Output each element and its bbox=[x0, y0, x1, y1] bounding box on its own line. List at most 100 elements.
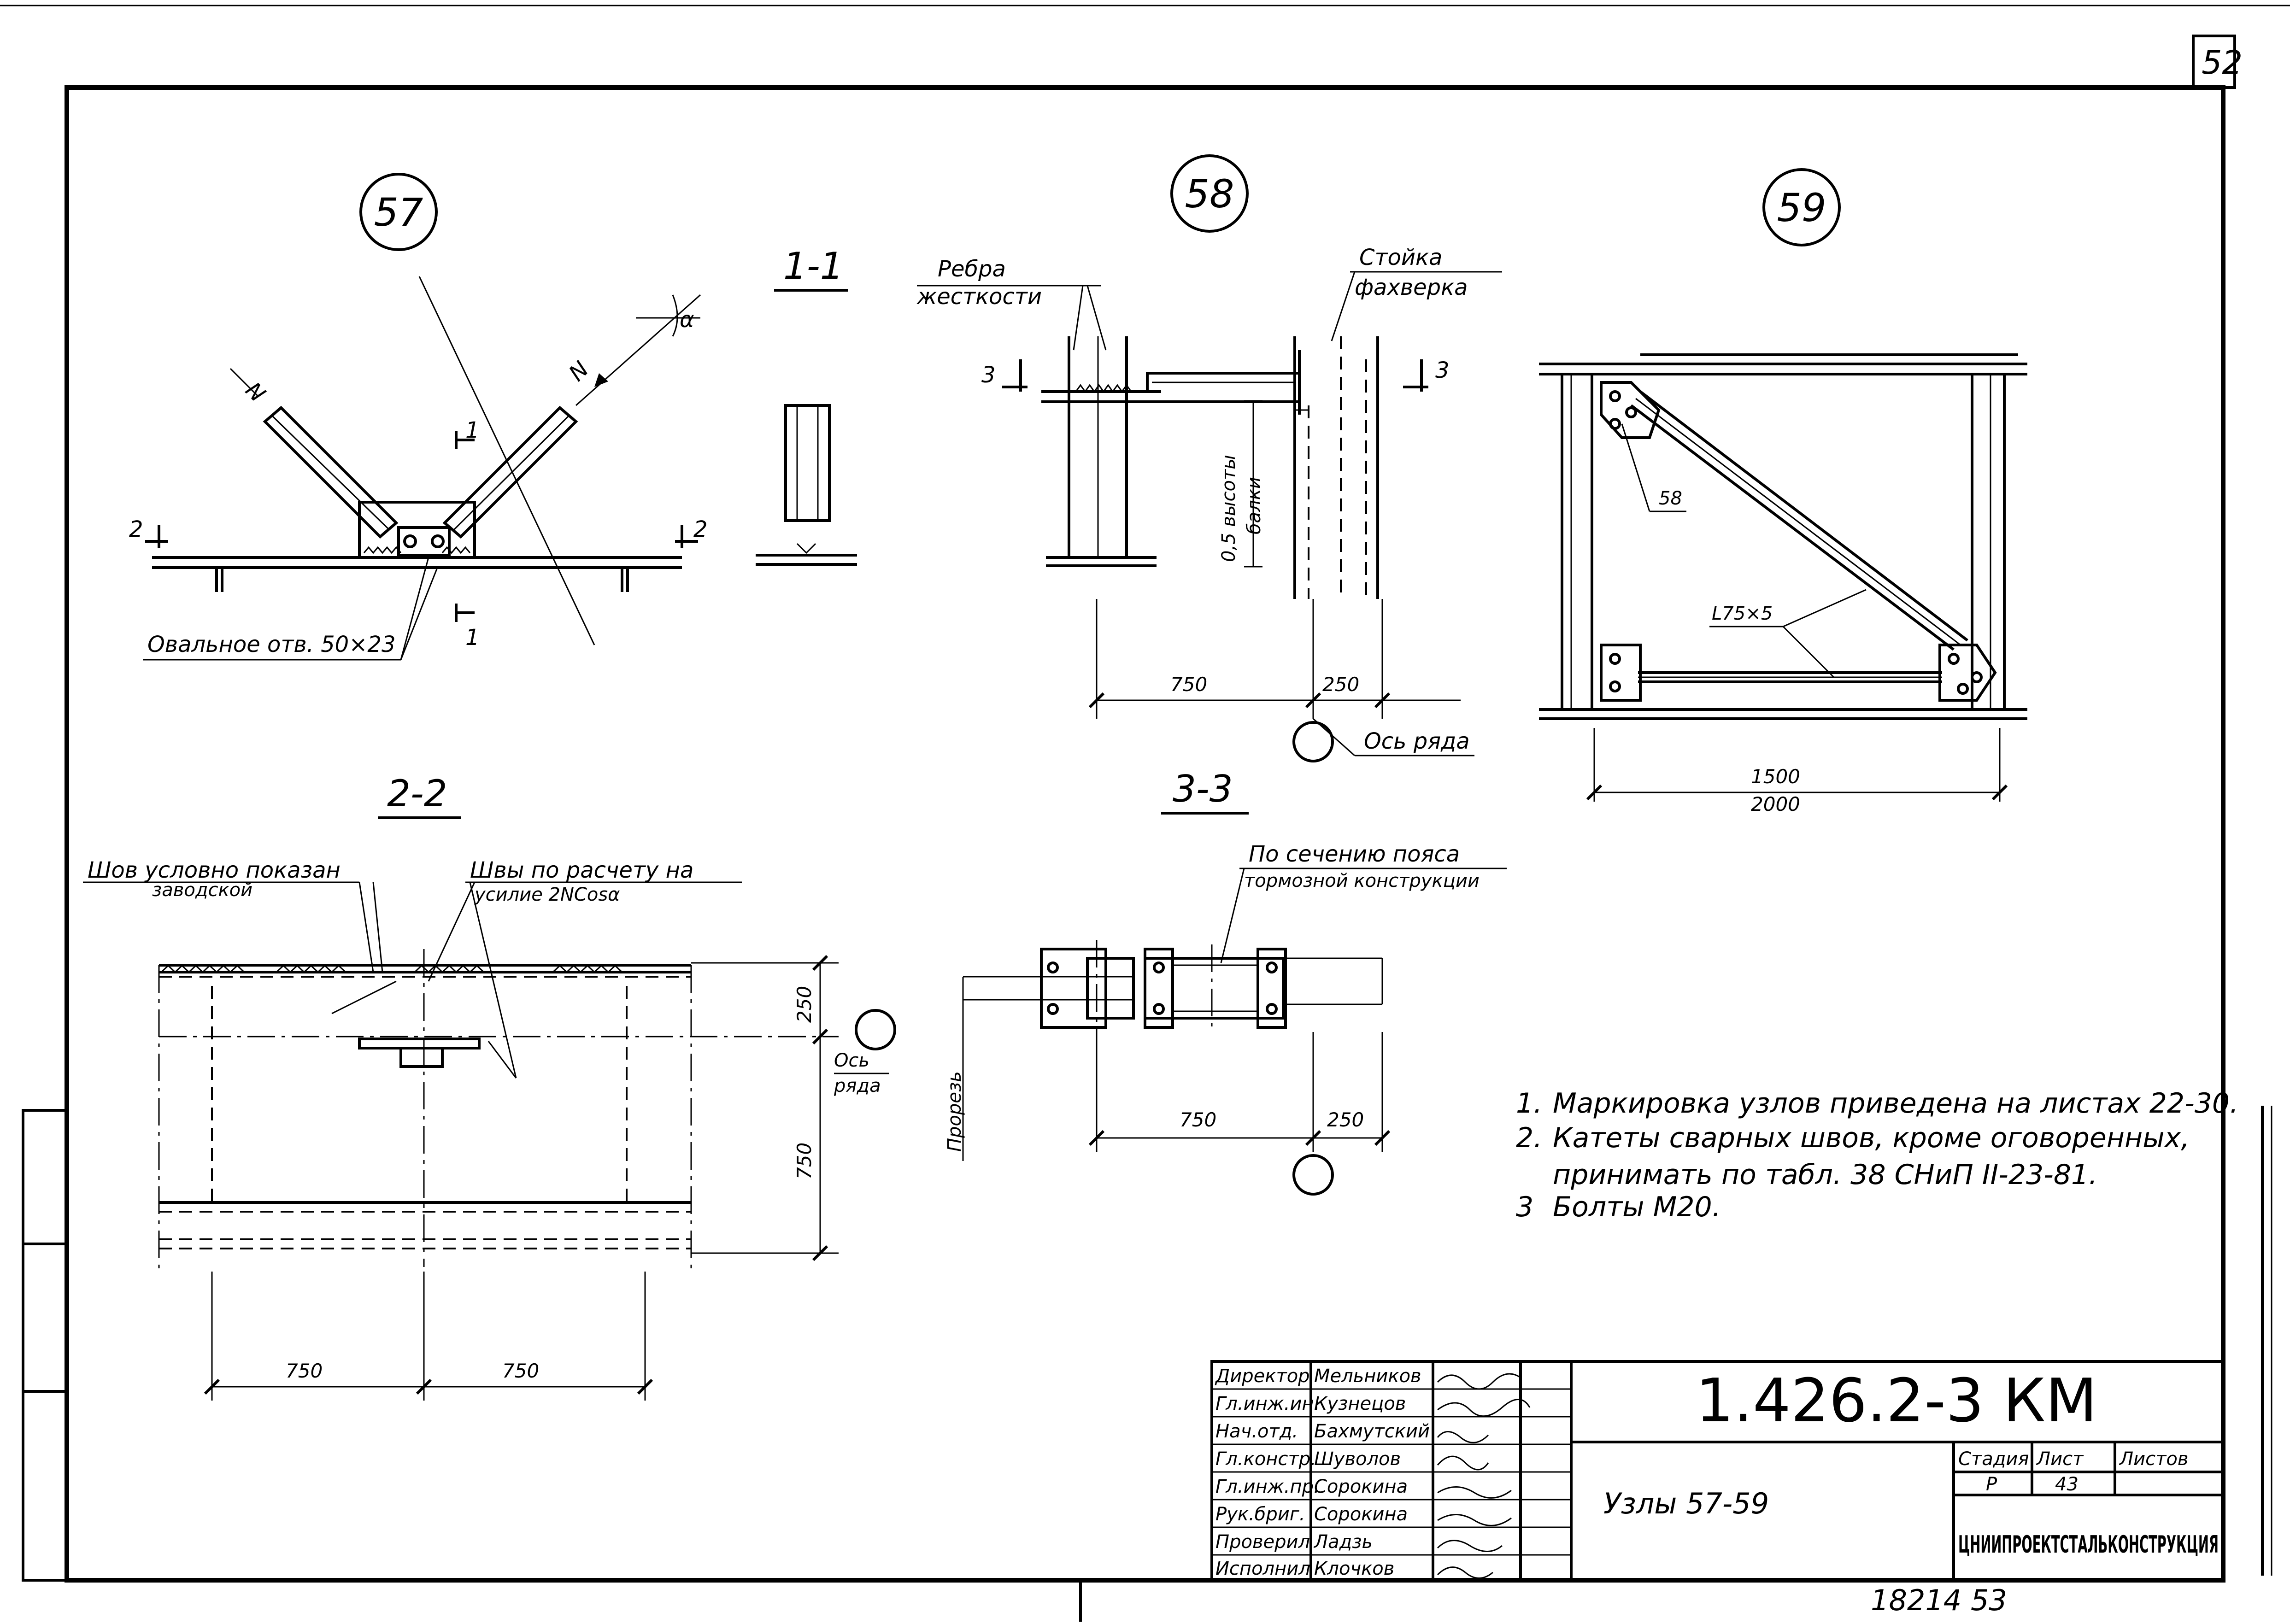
svg-text:Сорокина: Сорокина bbox=[1314, 1504, 1408, 1525]
svg-text:заводской: заводской bbox=[152, 879, 252, 901]
svg-text:Нач.отд.: Нач.отд. bbox=[1215, 1421, 1298, 1442]
node-57-angle-label: α bbox=[680, 307, 694, 333]
node-57-diagonal-right bbox=[442, 294, 701, 539]
svg-text:250: 250 bbox=[793, 986, 816, 1023]
note-2-text-cont: принимать по табл. 38 СНиП II-23-81. bbox=[1553, 1159, 2097, 1191]
section-1-1: 1-1 bbox=[756, 245, 857, 566]
svg-text:Проверил: Проверил bbox=[1215, 1531, 1310, 1553]
node-58-marker bbox=[1170, 154, 1249, 233]
svg-text:1500: 1500 bbox=[1751, 765, 1800, 788]
organization-name: ЦНИИПРОЕКТСТАЛЬКОНСТРУКЦИЯ bbox=[1958, 1531, 2219, 1559]
section-2-2-plate bbox=[158, 949, 839, 1272]
svg-text:Мельников: Мельников bbox=[1314, 1366, 1421, 1387]
node-59-angle-callout: L75×5 bbox=[1709, 589, 1867, 678]
stage-header: Стадия bbox=[1958, 1448, 2029, 1470]
node-57-hole-callout: Овальное отв. 50×23 bbox=[143, 557, 439, 661]
section-2-2-callout-left: Шов условно показан заводской bbox=[83, 857, 397, 1014]
node-57-number: 57 bbox=[374, 190, 423, 235]
node-59-gusset-top bbox=[1600, 381, 1661, 439]
binding-strip bbox=[22, 1109, 68, 1582]
svg-text:0,5 высоты: 0,5 высоты bbox=[1218, 455, 1239, 562]
svg-text:58: 58 bbox=[1659, 488, 1682, 509]
node-58-height-dim: 0,5 высоты балки bbox=[1218, 400, 1265, 568]
svg-text:Ось ряда: Ось ряда bbox=[1364, 728, 1470, 754]
svg-text:Рук.бриг.: Рук.бриг. bbox=[1215, 1504, 1305, 1525]
node-59-number: 59 bbox=[1777, 185, 1826, 230]
svg-text:Клочков: Клочков bbox=[1314, 1558, 1394, 1579]
section-3-3-dims: 750 250 bbox=[1088, 1032, 1391, 1196]
section-2-2-axis-callout: Ось ряда bbox=[834, 1009, 896, 1096]
note-1-num: 1. bbox=[1516, 1087, 1542, 1120]
svg-text:Швы по расчету на: Швы по расчету на bbox=[470, 857, 693, 883]
node-57-diagonal-left bbox=[229, 368, 399, 539]
node-59-dims: 1500 2000 bbox=[1586, 728, 2008, 815]
node-59-frame bbox=[1539, 353, 2027, 720]
svg-text:Кузнецов: Кузнецов bbox=[1314, 1393, 1406, 1414]
note-3-text: Болты М20. bbox=[1553, 1191, 1721, 1223]
node-59-diagonal bbox=[1630, 390, 1968, 651]
svg-text:ряда: ряда bbox=[834, 1075, 881, 1096]
node-58-callout-ribs: Ребра жесткости bbox=[916, 256, 1107, 351]
svg-text:Гл.констр.: Гл.констр. bbox=[1215, 1448, 1316, 1470]
sheet-corner-number: 52 bbox=[2202, 44, 2243, 82]
svg-text:750: 750 bbox=[1180, 1108, 1216, 1131]
sheet-value: 43 bbox=[2055, 1474, 2079, 1495]
svg-text:18214 53: 18214 53 bbox=[1871, 1583, 2007, 1617]
node-57-gusset bbox=[152, 501, 682, 592]
svg-text:Бахмутский: Бахмутский bbox=[1314, 1421, 1430, 1442]
node-57-axis-line bbox=[418, 276, 595, 645]
corner-number-box bbox=[2192, 35, 2236, 89]
node-57-cut-2: 2 2 bbox=[129, 516, 708, 548]
node-58-horizontal-dims: 750 250 bbox=[1088, 599, 1461, 719]
section-2-2: 2-2 Шов условно показан заводской Швы по… bbox=[83, 772, 896, 1401]
section-1-1-title: 1-1 bbox=[783, 245, 844, 287]
node-58-number: 58 bbox=[1185, 171, 1234, 217]
svg-text:фахверка: фахверка bbox=[1355, 275, 1468, 300]
node-57-force-right: N bbox=[564, 356, 594, 386]
svg-text:3: 3 bbox=[1435, 358, 1450, 383]
svg-text:750: 750 bbox=[502, 1360, 539, 1382]
note-2-num: 2. bbox=[1516, 1122, 1542, 1154]
svg-text:L75×5: L75×5 bbox=[1712, 603, 1773, 624]
node-58-callout-post: Стойка фахверка bbox=[1331, 245, 1502, 341]
title-block-signatures bbox=[1437, 1373, 1531, 1579]
svg-text:250: 250 bbox=[1322, 673, 1359, 696]
section-2-2-callout-right: Швы по расчету на усилие 2NCosα bbox=[428, 857, 742, 1079]
svg-text:3: 3 bbox=[981, 362, 996, 388]
note-3-num: 3 bbox=[1516, 1191, 1533, 1223]
section-3-3-callout: По сечению пояса тормозной конструкции bbox=[1220, 841, 1507, 963]
svg-text:Директор: Директор bbox=[1215, 1366, 1310, 1387]
node-58-cut-3: 3 3 bbox=[981, 358, 1450, 392]
svg-text:усилие 2NCosα: усилие 2NCosα bbox=[474, 884, 620, 905]
svg-text:750: 750 bbox=[793, 1143, 816, 1179]
sheet-title: Узлы 57-59 bbox=[1603, 1487, 1769, 1520]
node-59-plate-callout: 58 bbox=[1621, 423, 1686, 512]
note-1-text: Маркировка узлов приведена на листах 22-… bbox=[1553, 1087, 2238, 1120]
node-57: 57 N N bbox=[129, 173, 857, 661]
sheet-header: Лист bbox=[2036, 1448, 2084, 1470]
general-notes: 1. Маркировка узлов приведена на листах … bbox=[1516, 1087, 2238, 1223]
node-59-gusset-bottom bbox=[1600, 644, 1997, 702]
section-3-3-slot-label: Прорезь bbox=[944, 977, 965, 1161]
node-57-marker bbox=[359, 173, 438, 251]
node-58: 58 Ребра жесткости Стойка фахверка bbox=[916, 154, 1502, 762]
node-59-marker bbox=[1762, 168, 1841, 246]
stage-value: Р bbox=[1986, 1474, 1997, 1495]
sheet-frame: 52 bbox=[0, 5, 2290, 1583]
svg-text:Шов условно показан: Шов условно показан bbox=[88, 857, 341, 883]
svg-text:250: 250 bbox=[1327, 1108, 1364, 1131]
archive-stamp: 18214 53 bbox=[1079, 1580, 2007, 1622]
svg-text:Исполнил: Исполнил bbox=[1215, 1558, 1310, 1579]
svg-text:750: 750 bbox=[286, 1360, 323, 1382]
section-2-2-title: 2-2 bbox=[387, 772, 447, 815]
svg-text:2000: 2000 bbox=[1751, 793, 1800, 815]
section-3-3-assembly bbox=[963, 940, 1383, 1050]
drawing-designation: 1.426.2-3 КМ bbox=[1696, 1366, 2097, 1436]
svg-text:2: 2 bbox=[693, 516, 708, 542]
note-2-text: Катеты сварных швов, кроме оговоренных, bbox=[1553, 1122, 2190, 1154]
svg-text:Гл.инж.ин.: Гл.инж.ин. bbox=[1215, 1393, 1320, 1414]
svg-text:Овальное отв. 50×23: Овальное отв. 50×23 bbox=[147, 632, 396, 657]
svg-text:2: 2 bbox=[129, 516, 143, 542]
